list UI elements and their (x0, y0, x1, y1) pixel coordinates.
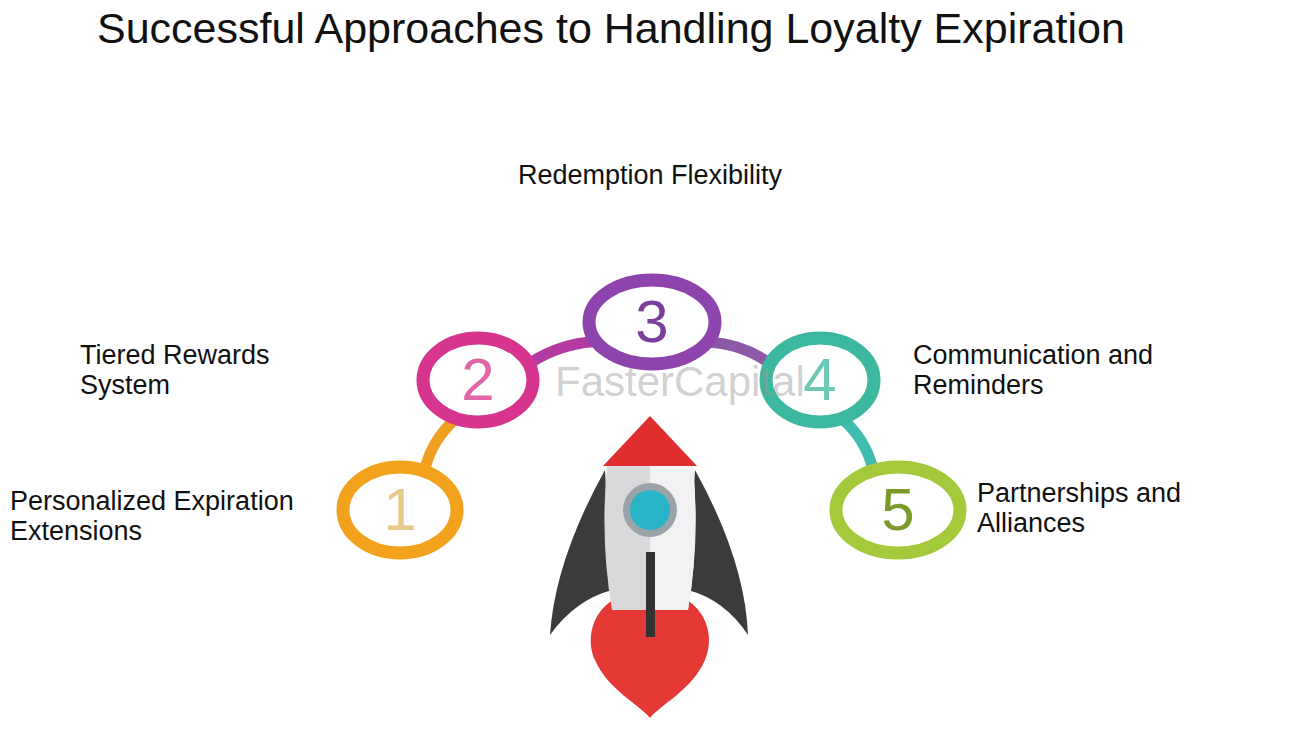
porthole-ring (623, 483, 677, 537)
callout-number: 1 (336, 460, 464, 560)
rocket-center-fin (646, 552, 655, 637)
ring-node: 3Redemption Flexibility (582, 273, 722, 371)
step-label: Redemption Flexibility (445, 160, 855, 190)
step-label: Tiered Rewards System (80, 340, 320, 400)
step-label: Communication and Reminders (913, 340, 1203, 400)
callout-number: 2 (416, 331, 540, 429)
connector (425, 421, 453, 468)
porthole (630, 490, 670, 530)
title: Successful Approaches to Handling Loyalt… (97, 4, 1125, 53)
callout-number: 5 (829, 460, 967, 560)
ring-node: 5Partnerships and Alliances (829, 460, 967, 560)
connector (844, 421, 872, 468)
step-label: Partnerships and Alliances (977, 478, 1237, 538)
watermark: FasterCapital (555, 358, 805, 406)
ring-node: 1Personalized Expiration Extensions (336, 460, 464, 560)
ring-node: 2Tiered Rewards System (416, 331, 540, 429)
callout-number: 3 (582, 273, 722, 371)
step-label: Personalized Expiration Extensions (10, 486, 310, 546)
rocket-nose (603, 416, 697, 466)
